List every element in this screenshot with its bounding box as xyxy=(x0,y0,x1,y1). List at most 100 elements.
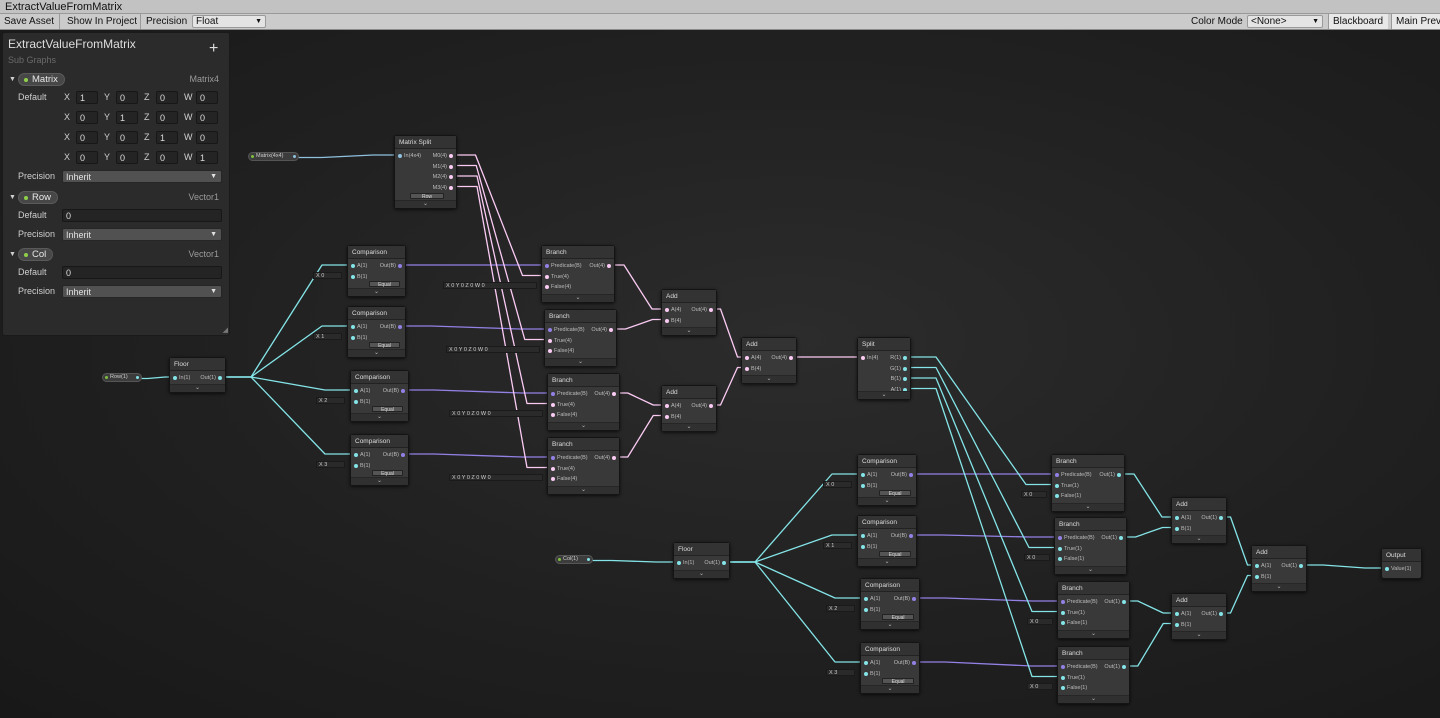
output-port-icon[interactable] xyxy=(709,404,713,408)
matrix-cell-field[interactable]: 0 xyxy=(156,91,178,104)
matrix-cell-field[interactable]: 0 xyxy=(76,151,98,164)
edge-wire[interactable] xyxy=(615,392,666,406)
input-port-icon[interactable] xyxy=(1175,526,1179,531)
collapse-toggle[interactable]: ⌄ xyxy=(1172,535,1226,543)
input-port-icon[interactable] xyxy=(1061,686,1065,690)
matrix-cell-field[interactable]: 0 xyxy=(76,111,98,124)
precision-dropdown[interactable]: Inherit▼ xyxy=(62,170,222,183)
collapse-toggle[interactable]: ⌄ xyxy=(858,391,910,399)
output-port-icon[interactable] xyxy=(449,185,453,190)
edge-wire[interactable] xyxy=(221,376,355,455)
output-port-icon[interactable] xyxy=(1122,665,1126,669)
input-port-icon[interactable] xyxy=(354,399,358,404)
property-node[interactable]: Col(1) xyxy=(555,555,593,564)
input-port-icon[interactable] xyxy=(864,661,868,665)
color-mode-dropdown[interactable]: <None>▼ xyxy=(1247,15,1323,28)
edge-wire[interactable] xyxy=(1125,622,1176,667)
input-port-icon[interactable] xyxy=(1255,574,1259,579)
false-vector4-field[interactable]: X 0 Y 0 Z 0 W 0 xyxy=(449,474,543,481)
collapse-toggle[interactable]: ⌄ xyxy=(858,558,916,566)
output-port-icon[interactable] xyxy=(912,661,916,665)
input-port-icon[interactable] xyxy=(351,335,355,340)
edge-wire[interactable] xyxy=(404,453,552,458)
false-vector1-field[interactable]: X 0 xyxy=(1024,554,1050,561)
input-port-icon[interactable] xyxy=(551,402,555,407)
output-port-icon[interactable] xyxy=(401,389,405,393)
input-port-icon[interactable] xyxy=(665,318,669,323)
collapse-toggle[interactable]: ⌄ xyxy=(548,422,619,430)
input-port-icon[interactable] xyxy=(1255,564,1259,568)
input-port-icon[interactable] xyxy=(1061,665,1065,669)
collapse-toggle[interactable]: ⌄ xyxy=(742,375,796,383)
input-port-icon[interactable] xyxy=(351,264,355,268)
input-port-icon[interactable] xyxy=(354,453,358,457)
comparison-b-field[interactable]: X 2 xyxy=(316,396,345,404)
output-port-icon[interactable] xyxy=(612,456,616,460)
collapse-toggle[interactable]: ⌄ xyxy=(662,423,716,431)
edge-wire[interactable] xyxy=(296,154,399,159)
collapse-toggle[interactable]: ⌄ xyxy=(542,294,614,302)
collapse-toggle[interactable]: ⌄ xyxy=(351,413,408,421)
comparison-b-field[interactable]: X 1 xyxy=(313,332,342,340)
output-port-icon[interactable] xyxy=(398,325,402,329)
edge-wire[interactable] xyxy=(404,389,552,394)
edge-wire[interactable] xyxy=(452,164,549,341)
input-port-icon[interactable] xyxy=(551,466,555,471)
collapse-toggle[interactable]: ⌄ xyxy=(348,288,405,296)
precision-dropdown[interactable]: Float▼ xyxy=(192,15,266,28)
matrix-cell-field[interactable]: 1 xyxy=(156,131,178,144)
collapse-toggle[interactable]: ⌄ xyxy=(351,477,408,485)
output-port-icon[interactable] xyxy=(1119,536,1123,540)
input-port-icon[interactable] xyxy=(551,477,555,481)
property-pill-matrix[interactable]: Matrix xyxy=(18,73,65,86)
input-port-icon[interactable] xyxy=(864,607,868,612)
collapse-toggle[interactable]: ⌄ xyxy=(1058,695,1129,703)
comparison-type-dropdown[interactable]: Equal xyxy=(371,470,404,477)
split-mode-dropdown[interactable]: Row xyxy=(410,193,444,200)
comparison-type-dropdown[interactable]: Equal xyxy=(368,281,401,288)
matrix-cell-field[interactable]: 1 xyxy=(196,151,218,164)
output-port-icon[interactable] xyxy=(1299,564,1303,568)
input-port-icon[interactable] xyxy=(861,534,865,538)
output-port-icon[interactable] xyxy=(612,392,616,396)
output-port-icon[interactable] xyxy=(1117,473,1121,477)
input-port-icon[interactable] xyxy=(1058,557,1062,561)
matrix-cell-field[interactable]: 1 xyxy=(76,91,98,104)
false-vector1-field[interactable]: X 0 xyxy=(1027,618,1053,625)
output-port-icon[interactable] xyxy=(709,308,713,312)
collapse-toggle[interactable]: ⌄ xyxy=(662,327,716,335)
collapse-toggle[interactable]: ⌄ xyxy=(545,358,616,366)
output-port-icon[interactable] xyxy=(449,154,453,158)
edge-wire[interactable] xyxy=(906,356,1056,486)
input-port-icon[interactable] xyxy=(173,376,177,380)
edge-wire[interactable] xyxy=(615,414,666,458)
output-port-icon[interactable] xyxy=(398,264,402,268)
edge-wire[interactable] xyxy=(725,534,862,563)
precision-dropdown[interactable]: Inherit▼ xyxy=(62,285,222,298)
collapse-toggle[interactable]: ⌄ xyxy=(548,486,619,494)
add-property-icon[interactable]: + xyxy=(209,40,219,57)
comparison-type-dropdown[interactable]: Equal xyxy=(371,406,404,413)
output-port-icon[interactable] xyxy=(909,534,913,538)
input-port-icon[interactable] xyxy=(864,671,868,676)
edge-wire[interactable] xyxy=(612,318,666,330)
default-value-field[interactable]: 0 xyxy=(62,266,222,279)
input-port-icon[interactable] xyxy=(677,561,681,565)
edge-wire[interactable] xyxy=(452,185,552,469)
comparison-b-field[interactable]: X 3 xyxy=(826,668,855,676)
edge-wire[interactable] xyxy=(915,661,1062,667)
